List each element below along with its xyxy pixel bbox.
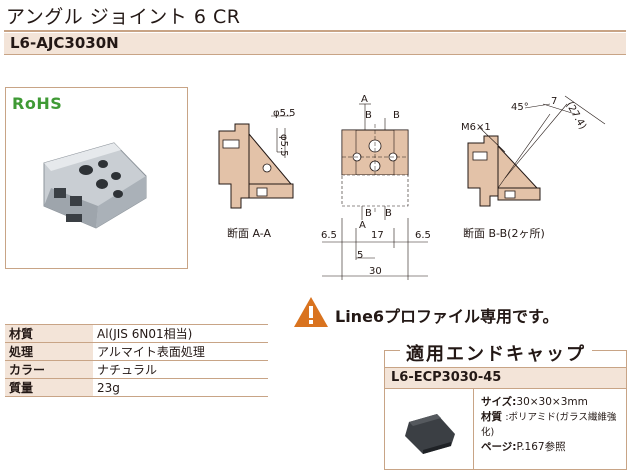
- section-aa-drawing: [218, 95, 606, 280]
- dim-phi-5-5-top: φ5.5: [273, 108, 296, 119]
- spec-key-material: 材質: [5, 324, 93, 343]
- label-b-bottom-right: B: [385, 208, 392, 219]
- product-photo: [43, 142, 147, 229]
- dim-m6x1: M6×1: [461, 122, 491, 133]
- label-b-top-left: B: [365, 110, 372, 121]
- dim-6-5-right: 6.5: [415, 230, 431, 241]
- endcap-page-label: ページ:: [481, 441, 517, 453]
- profile-notice: Line6プロファイル専用です。: [293, 296, 623, 330]
- dim-phi-5-5-side: φ5.5: [278, 134, 289, 157]
- endcap-image-cell: [385, 388, 474, 469]
- title-divider: [4, 30, 626, 32]
- spec-key-color: カラー: [5, 360, 93, 379]
- dim-17: 17: [371, 230, 384, 241]
- table-row: 処理 アルマイト表面処理: [5, 342, 268, 361]
- endcap-info: サイズ:30×30×3mm 材質 :ポリアミド(ガラス繊維強化) ページ:P.1…: [481, 395, 626, 455]
- label-a-bottom: A: [359, 220, 366, 231]
- table-row: 質量 23g: [5, 378, 268, 397]
- dim-45-degrees: 45°: [511, 102, 529, 113]
- label-b-top-right: B: [393, 110, 400, 121]
- spec-value-treatment: アルマイト表面処理: [93, 342, 268, 361]
- warning-icon: [294, 297, 328, 327]
- endcap-image: [405, 414, 455, 454]
- endcap-material-label: 材質: [481, 411, 502, 423]
- endcap-title: 適用エンドキャップ: [400, 340, 592, 366]
- product-photo-box: RoHS: [5, 87, 188, 269]
- product-code: L6-AJC3030N: [10, 34, 119, 52]
- caption-section-aa: 断面 A-A: [227, 227, 272, 240]
- table-row: 材質 Al(JIS 6N01相当): [5, 324, 268, 343]
- dim-30: 30: [369, 266, 382, 277]
- spec-key-weight: 質量: [5, 378, 93, 397]
- page-title: アングル ジョイント 6 CR: [6, 6, 241, 28]
- endcap-size-value: 30×30×3mm: [516, 396, 588, 408]
- table-row: カラー ナチュラル: [5, 360, 268, 379]
- spec-table: 材質 Al(JIS 6N01相当) 処理 アルマイト表面処理 カラー ナチュラル…: [5, 324, 268, 397]
- dim-7: 7: [551, 96, 558, 107]
- endcap-code: L6-ECP3030-45: [391, 370, 502, 385]
- spec-value-color: ナチュラル: [93, 360, 268, 379]
- spec-value-material: Al(JIS 6N01相当): [93, 324, 268, 343]
- caption-section-bb: 断面 B-B(2ヶ所): [463, 227, 545, 240]
- endcap-code-bar: L6-ECP3030-45: [385, 367, 626, 389]
- label-a-top: A: [361, 94, 368, 105]
- endcap-size-label: サイズ:: [481, 396, 517, 408]
- spec-value-weight: 23g: [93, 378, 268, 397]
- notice-text: Line6プロファイル専用です。: [335, 307, 559, 326]
- endcap-page-value: P.167参照: [516, 441, 566, 453]
- endcap-box: L6-ECP3030-45 サイズ:30×30×3mm 材質 :ポリアミド(ガラ…: [384, 350, 627, 470]
- dim-6-5-left: 6.5: [321, 230, 337, 241]
- technical-drawings: φ5.5 φ5.5 断面 A-A A B B B B A 6.5 17 6.5 …: [205, 88, 630, 288]
- rohs-logo: RoHS: [12, 94, 63, 113]
- endcap-material-value: :ポリアミド(ガラス繊維強化): [481, 412, 617, 438]
- label-b-bottom-left: B: [365, 208, 372, 219]
- product-code-bar: L6-AJC3030N: [4, 33, 626, 55]
- dim-5: 5: [357, 250, 364, 261]
- spec-key-treatment: 処理: [5, 342, 93, 361]
